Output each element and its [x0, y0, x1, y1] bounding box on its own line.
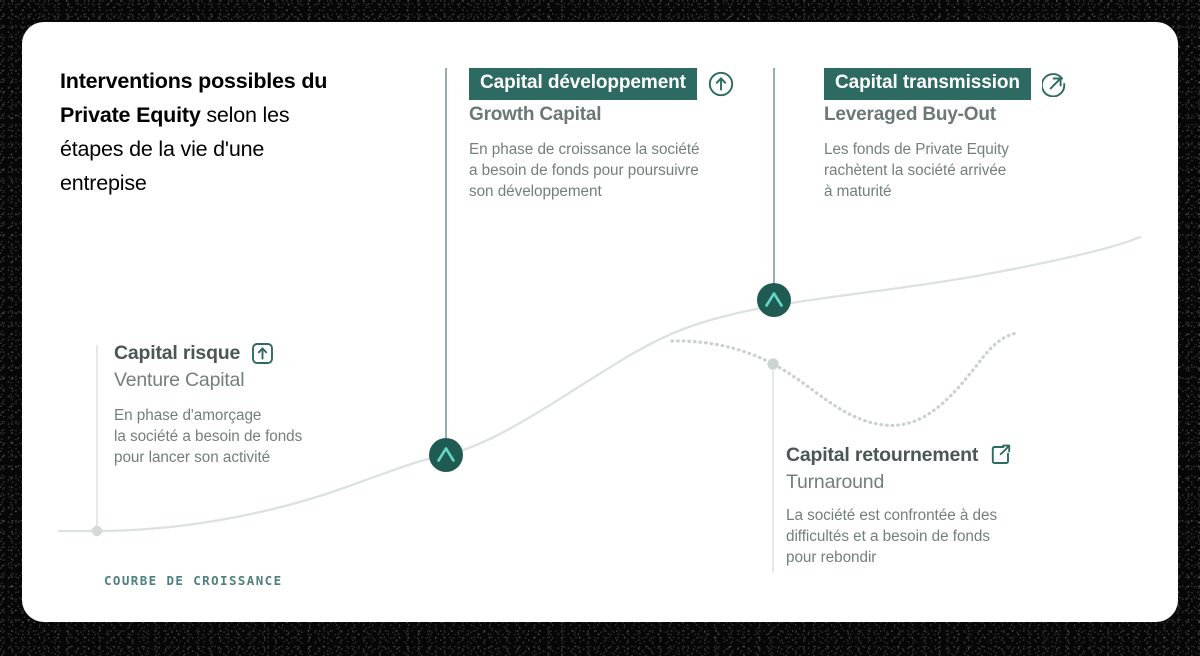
desc-line: son développement [469, 183, 602, 200]
title-line-2-bold: Private Equity [60, 103, 201, 127]
desc-line: En phase de croissance la société [469, 141, 700, 158]
desc-line: la société a besoin de fonds [114, 428, 303, 445]
capital-retournement-anchor-dot [767, 358, 779, 370]
page-title: Interventions possibles du Private Equit… [60, 64, 390, 200]
capital-transmission-badge: Capital transmission [824, 68, 1031, 100]
export-arrow-icon [989, 443, 1013, 467]
block-capital-retournement: Capital retournement Turnaround La socié… [786, 443, 1086, 568]
desc-line: En phase d'amorçage [114, 407, 262, 424]
title-line-1: Interventions possibles du [60, 69, 328, 93]
capital-developpement-marker[interactable] [429, 438, 463, 472]
capital-risque-title: Capital risque [114, 342, 241, 364]
capital-risque-description: En phase d'amorçage la société a besoin … [114, 405, 394, 468]
arrow-up-square-icon [251, 342, 274, 365]
capital-risque-header: Capital risque [114, 342, 394, 365]
arrow-up-circle-icon [708, 71, 734, 97]
capital-transmission-subtitle: Leveraged Buy-Out [824, 104, 996, 125]
title-line-4: entrepise [60, 171, 147, 195]
capital-developpement-description: En phase de croissance la société a beso… [469, 139, 769, 202]
capital-retournement-subtitle: Turnaround [786, 471, 885, 493]
infographic-card: Interventions possibles du Private Equit… [22, 22, 1178, 622]
title-line-2-rest: selon les [200, 103, 290, 127]
capital-transmission-description: Les fonds de Private Equity rachètent la… [824, 139, 1114, 202]
capital-developpement-badge: Capital développement [469, 68, 697, 100]
desc-line: pour lancer son activité [114, 449, 271, 466]
turnaround-curve-path [670, 331, 1019, 427]
desc-line: La société est confrontée à des [786, 507, 998, 524]
capital-developpement-subtitle: Growth Capital [469, 104, 602, 125]
desc-line: Les fonds de Private Equity [824, 141, 1009, 158]
block-capital-transmission: Capital transmission Leveraged Buy-Out L… [824, 68, 1114, 202]
capital-retournement-header: Capital retournement [786, 443, 1086, 467]
capital-risque-subtitle: Venture Capital [114, 369, 245, 391]
block-capital-developpement: Capital développement Growth Capital En … [469, 68, 769, 202]
desc-line: à maturité [824, 183, 892, 200]
capital-retournement-title: Capital retournement [786, 443, 979, 466]
capital-retournement-description: La société est confrontée à des difficul… [786, 505, 1086, 568]
desc-line: difficultés et a besoin de fonds [786, 528, 990, 545]
capital-transmission-header: Capital transmission [824, 68, 1114, 100]
growth-curve-chart [57, 68, 1142, 573]
capital-developpement-header: Capital développement [469, 68, 769, 100]
arrow-up-right-circle-icon [1041, 71, 1068, 97]
curve-label: COURBE DE CROISSANCE [104, 573, 283, 588]
desc-line: pour rebondir [786, 549, 877, 566]
block-capital-risque: Capital risque Venture Capital En phase … [114, 342, 394, 468]
title-line-3: étapes de la vie d'une [60, 137, 265, 161]
capital-transmission-marker[interactable] [757, 283, 791, 317]
growth-curve-path [57, 235, 1142, 533]
capital-risque-anchor-dot [91, 525, 103, 537]
desc-line: a besoin de fonds pour poursuivre [469, 162, 699, 179]
desc-line: rachètent la société arrivée [824, 162, 1007, 179]
